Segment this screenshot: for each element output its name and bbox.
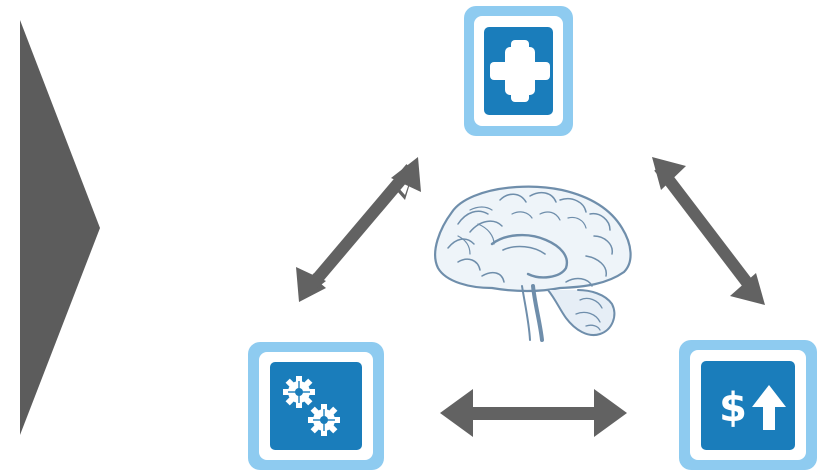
health-tile bbox=[464, 6, 573, 136]
chevron-right-shape bbox=[20, 20, 100, 435]
arrow-operations-finance bbox=[440, 389, 627, 437]
gears-icon bbox=[283, 376, 340, 436]
dollar-up-arrow-icon: $ bbox=[719, 385, 786, 431]
dollar-symbol: $ bbox=[719, 385, 747, 431]
operations-tile bbox=[248, 342, 384, 470]
arrow-health-finance bbox=[652, 157, 765, 305]
arrow-health-operations bbox=[296, 157, 421, 302]
finance-tile: $ bbox=[679, 340, 817, 470]
medical-cross-icon bbox=[490, 40, 550, 102]
brain-illustration bbox=[434, 185, 632, 342]
